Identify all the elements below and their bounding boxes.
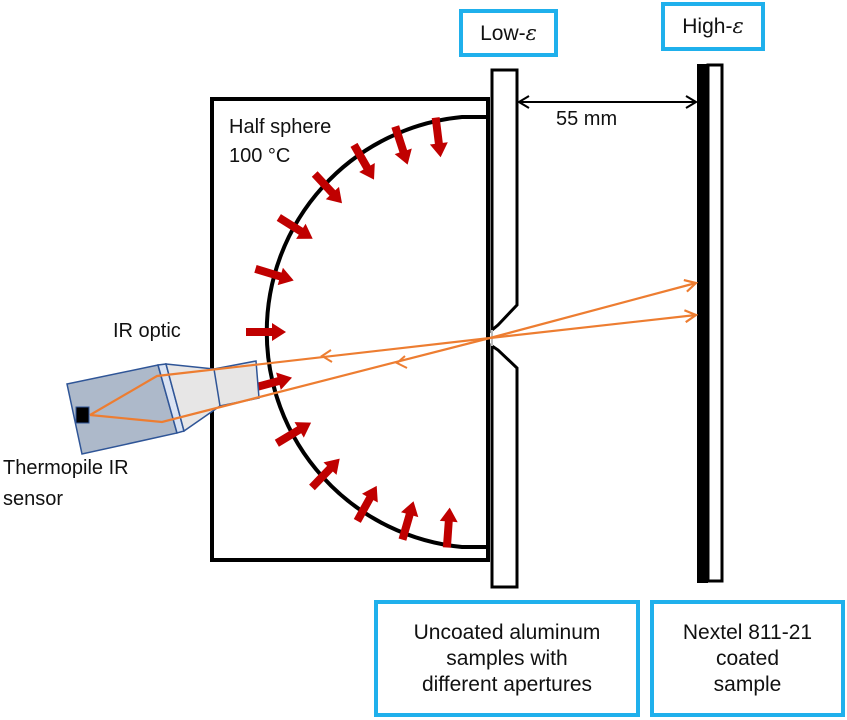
radiation-arrow <box>439 507 458 548</box>
radiation-arrow <box>391 125 412 165</box>
radiation-arrow <box>398 501 419 541</box>
low-emissivity-tag: Low-ε <box>459 9 558 57</box>
epsilon-symbol: ε <box>732 14 744 38</box>
ir-rays <box>89 283 696 424</box>
high-emissivity-coating <box>697 64 708 583</box>
distance-label: 55 mm <box>556 108 617 130</box>
radiation-arrow <box>429 117 448 158</box>
radiation-arrow <box>254 265 294 286</box>
sensor-label-line1: Thermopile IR <box>3 457 129 479</box>
high-emissivity-tag-text: High- <box>682 15 733 38</box>
sensor-label-line2: sensor <box>3 488 63 510</box>
low-emissivity-plate <box>490 68 519 334</box>
optic-tube-segment <box>213 368 221 407</box>
low-emissivity-plate-lower <box>490 343 519 589</box>
radiation-arrow <box>350 142 375 180</box>
radiation-arrow <box>309 458 340 491</box>
high-sample-text: Nextel 811-21 coated sample <box>682 620 813 696</box>
radiation-arrow <box>252 372 292 392</box>
radiation-arrow <box>276 214 313 239</box>
radiation-arrow <box>274 422 312 447</box>
high-emissivity-plate <box>706 63 724 583</box>
temperature-label: 100 °C <box>229 145 290 167</box>
high-emissivity-tag: High-ε <box>661 2 765 51</box>
low-emissivity-tag-text: Low- <box>480 21 526 45</box>
half-sphere-label: Half sphere <box>229 116 331 138</box>
radiation-arrow <box>246 323 286 341</box>
ir-optic-label: IR optic <box>113 320 181 342</box>
thermopile-detector-chip <box>75 406 90 424</box>
epsilon-symbol: ε <box>525 20 537 45</box>
high-emissivity-sample-description: Nextel 811-21 coated sample <box>650 600 845 717</box>
radiation-arrow <box>311 171 342 204</box>
low-emissivity-sample-description: Uncoated aluminum samples with different… <box>374 600 640 717</box>
radiation-arrow <box>353 485 378 523</box>
low-sample-text: Uncoated aluminum samples with different… <box>413 620 601 696</box>
radiation-arrows <box>246 117 458 548</box>
